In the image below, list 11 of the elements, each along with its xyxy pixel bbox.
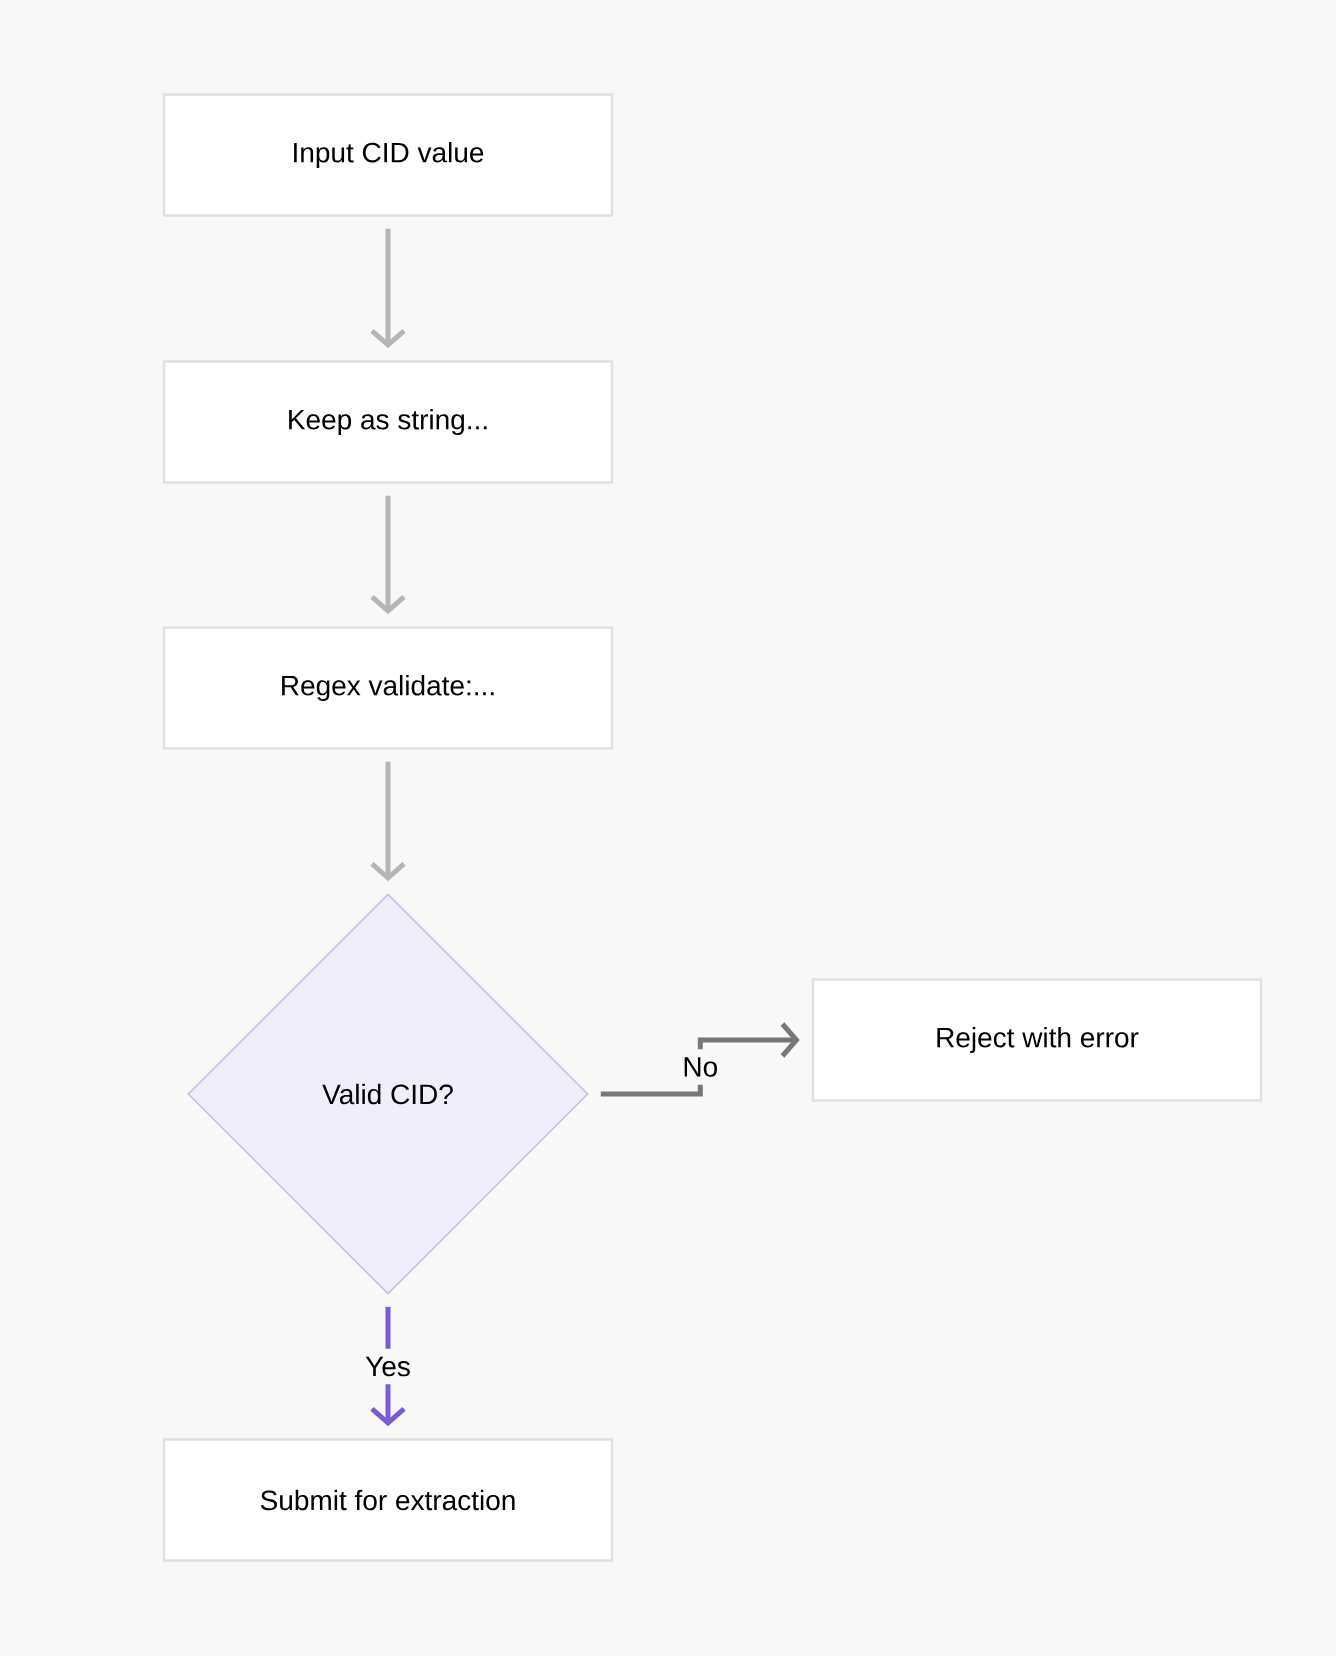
arrow — [600, 1022, 800, 1097]
process-box: Keep as string... — [162, 360, 614, 484]
edge-label: No — [674, 1049, 727, 1085]
edge-label: Yes — [357, 1348, 419, 1385]
arrow — [370, 761, 406, 882]
arrow — [370, 495, 406, 615]
process-box: Reject with error — [811, 978, 1263, 1102]
process-box: Submit for extraction — [162, 1438, 614, 1562]
arrow — [370, 228, 406, 349]
process-box: Input CID value — [162, 93, 614, 217]
process-box: Regex validate:... — [162, 626, 614, 750]
